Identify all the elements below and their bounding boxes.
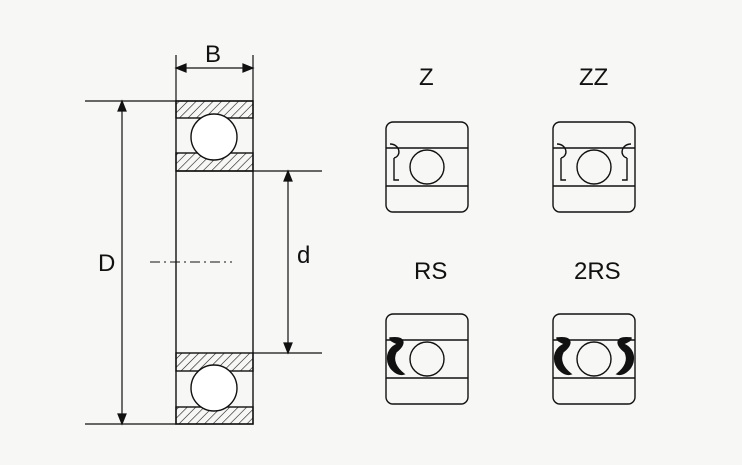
variant-z-section bbox=[385, 121, 469, 213]
variant-label-zz: ZZ bbox=[579, 64, 609, 91]
variant-2rs-section bbox=[552, 313, 636, 405]
variant-zz-section bbox=[552, 121, 636, 213]
bottom-ball bbox=[190, 364, 238, 412]
label-outer-diameter: D bbox=[98, 250, 116, 277]
variant-label-2rs: 2RS bbox=[574, 258, 621, 285]
variant-rs-section bbox=[385, 313, 469, 405]
bearing-cross-section bbox=[150, 100, 254, 425]
label-width-b: B bbox=[205, 41, 222, 68]
dimension-outer-diameter bbox=[85, 99, 176, 426]
dimension-bore-diameter bbox=[253, 169, 322, 355]
variant-label-rs: RS bbox=[414, 258, 448, 285]
top-ball bbox=[190, 113, 238, 161]
dimension-b bbox=[174, 55, 255, 101]
label-bore-diameter: d bbox=[297, 242, 311, 269]
variant-label-z: Z bbox=[419, 64, 434, 91]
